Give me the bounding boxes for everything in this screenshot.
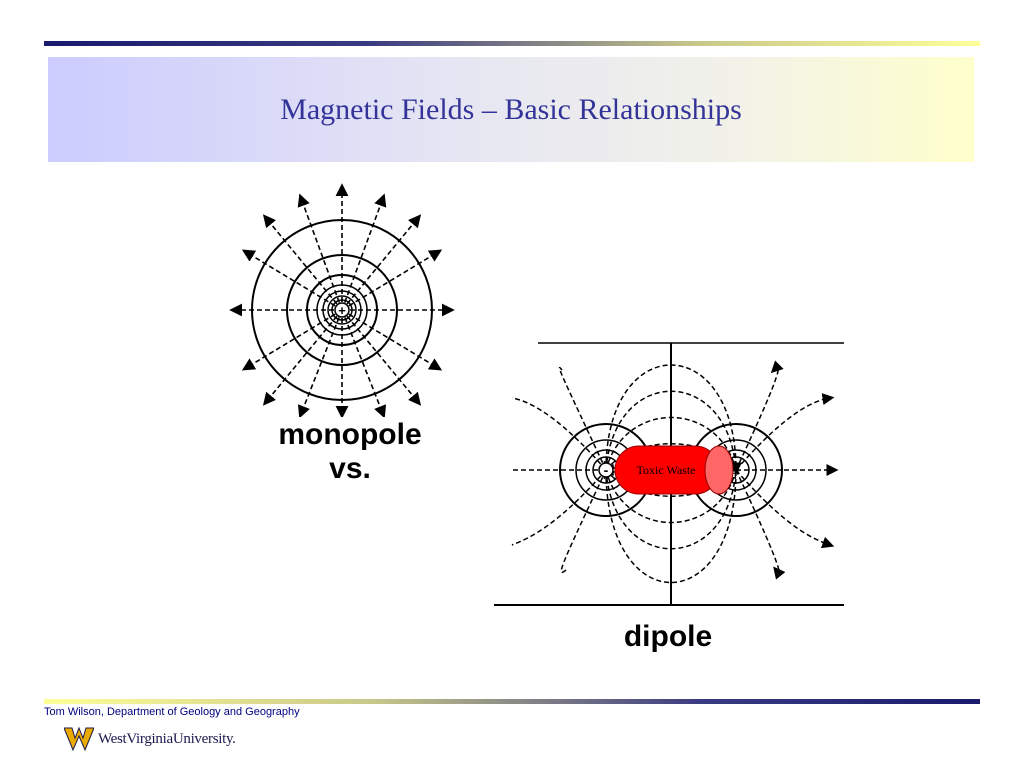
title-banner: Magnetic Fields – Basic Relationships	[48, 57, 974, 162]
monopole-label-line1: monopole	[278, 418, 422, 451]
magnet-end-cap	[704, 445, 734, 495]
bottom-divider-bar	[44, 699, 980, 704]
versus-label: vs.	[329, 452, 371, 485]
dipole-label: dipole	[623, 620, 713, 653]
monopole-label: monopole vs.	[262, 418, 438, 486]
wvu-logo: WestVirginiaUniversity.	[64, 724, 236, 754]
wvu-logo-text: WestVirginiaUniversity.	[98, 730, 236, 747]
dipole-field-diagram: Toxic Waste - +	[494, 342, 844, 606]
negative-pole-sign: -	[604, 462, 609, 478]
monopole-center-sign: +	[338, 303, 346, 318]
monopole-field-diagram: +	[229, 183, 455, 417]
positive-pole-sign: +	[732, 463, 740, 478]
magnet-label: Toxic Waste	[637, 463, 696, 477]
top-divider-bar	[44, 41, 980, 46]
wvu-flying-wv-icon	[64, 726, 94, 752]
footer-credit: Tom Wilson, Department of Geology and Ge…	[44, 706, 300, 718]
slide-title: Magnetic Fields – Basic Relationships	[280, 93, 742, 126]
